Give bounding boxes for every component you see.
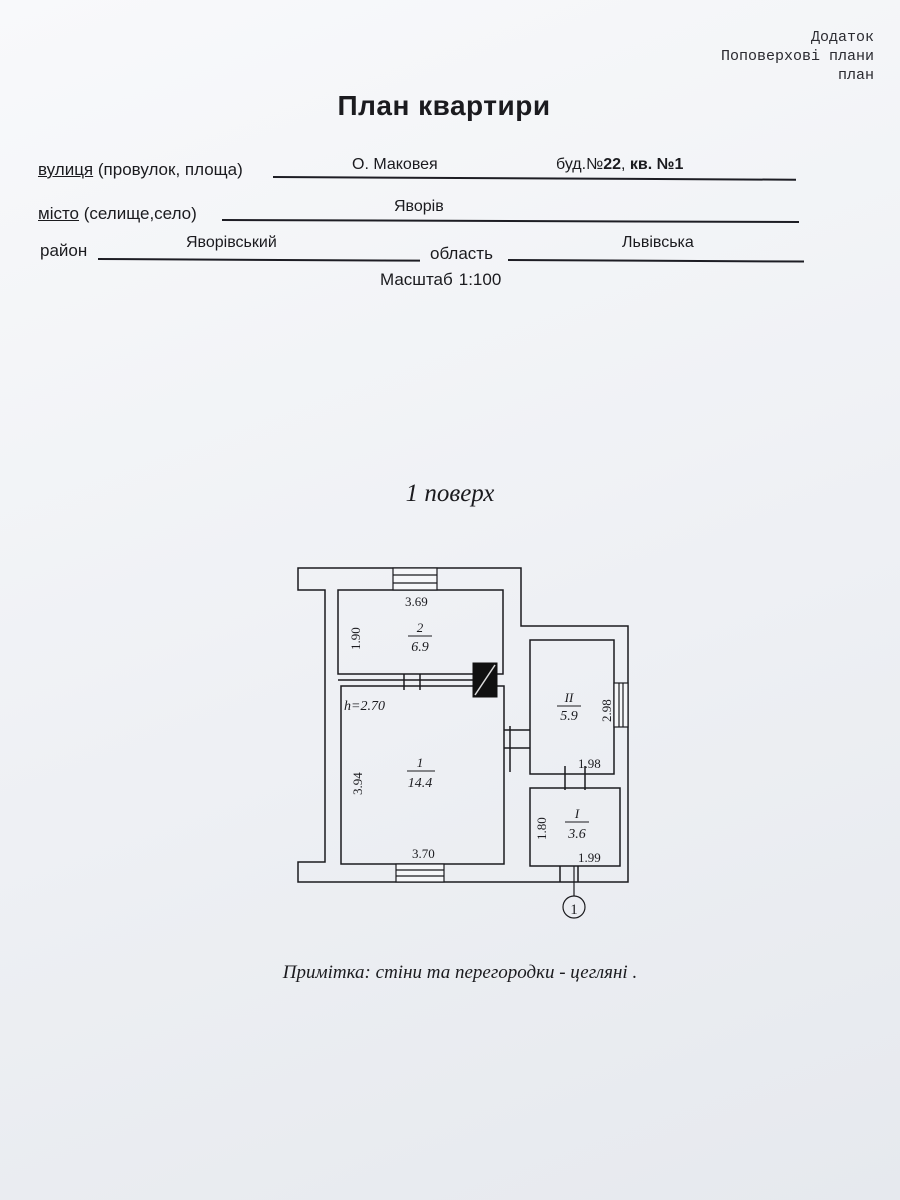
- footnote: Примітка: стіни та перегородки - цегляні…: [282, 962, 638, 983]
- ceiling-height: h=2.70: [344, 699, 385, 714]
- appendix-line: Поповерхові плани: [720, 48, 874, 65]
- stove-block: [472, 662, 498, 698]
- district-value: Яворівський: [186, 234, 277, 251]
- district-label: район: [40, 241, 88, 260]
- axis-marker: [562, 866, 586, 919]
- city-value: Яворів: [394, 198, 444, 215]
- dim-room1-width: 3.70: [412, 846, 435, 861]
- window-bottom: [395, 863, 445, 883]
- region-label: область: [430, 244, 493, 263]
- dim-roomI-width: 1.99: [578, 850, 601, 865]
- room-1-area: 14.4: [408, 776, 433, 791]
- dim-room2-depth: 1.90: [348, 627, 363, 650]
- dim-roomII-width: 1.98: [578, 756, 601, 771]
- room-I-number: I: [574, 806, 580, 821]
- region-value: Львівська: [622, 234, 694, 251]
- room-I-area: 3.6: [567, 827, 586, 842]
- street-value: О. Маковея: [352, 156, 438, 173]
- floor-title: 1 поверх: [405, 480, 495, 507]
- dim-roomII-depth: 2.98: [599, 699, 614, 722]
- city-label: місто (селище,село): [38, 204, 197, 223]
- window-right: [613, 682, 629, 728]
- room-1-number: 1: [417, 755, 424, 770]
- street-label: вулиця (провулок, площа): [38, 160, 243, 179]
- dim-room2-width: 3.69: [405, 594, 428, 609]
- room-2-number: 2: [417, 620, 424, 635]
- appendix-header: Додаток Поповерхові плани план: [721, 28, 874, 85]
- axis-marker-label: 1: [570, 902, 578, 918]
- appendix-line: Додаток: [810, 29, 874, 46]
- document-title: План квартири: [337, 90, 551, 121]
- dim-room1-depth: 3.94: [350, 772, 365, 795]
- building-apartment: буд.№22, кв. №1: [556, 156, 684, 173]
- room-I-outline: [529, 787, 621, 867]
- room-II-area: 5.9: [560, 709, 578, 724]
- room-2-area: 6.9: [411, 640, 429, 655]
- window-top: [392, 567, 438, 591]
- room-II-number: II: [564, 690, 574, 705]
- appendix-line: план: [837, 67, 874, 84]
- dim-roomI-depth: 1.80: [534, 817, 549, 840]
